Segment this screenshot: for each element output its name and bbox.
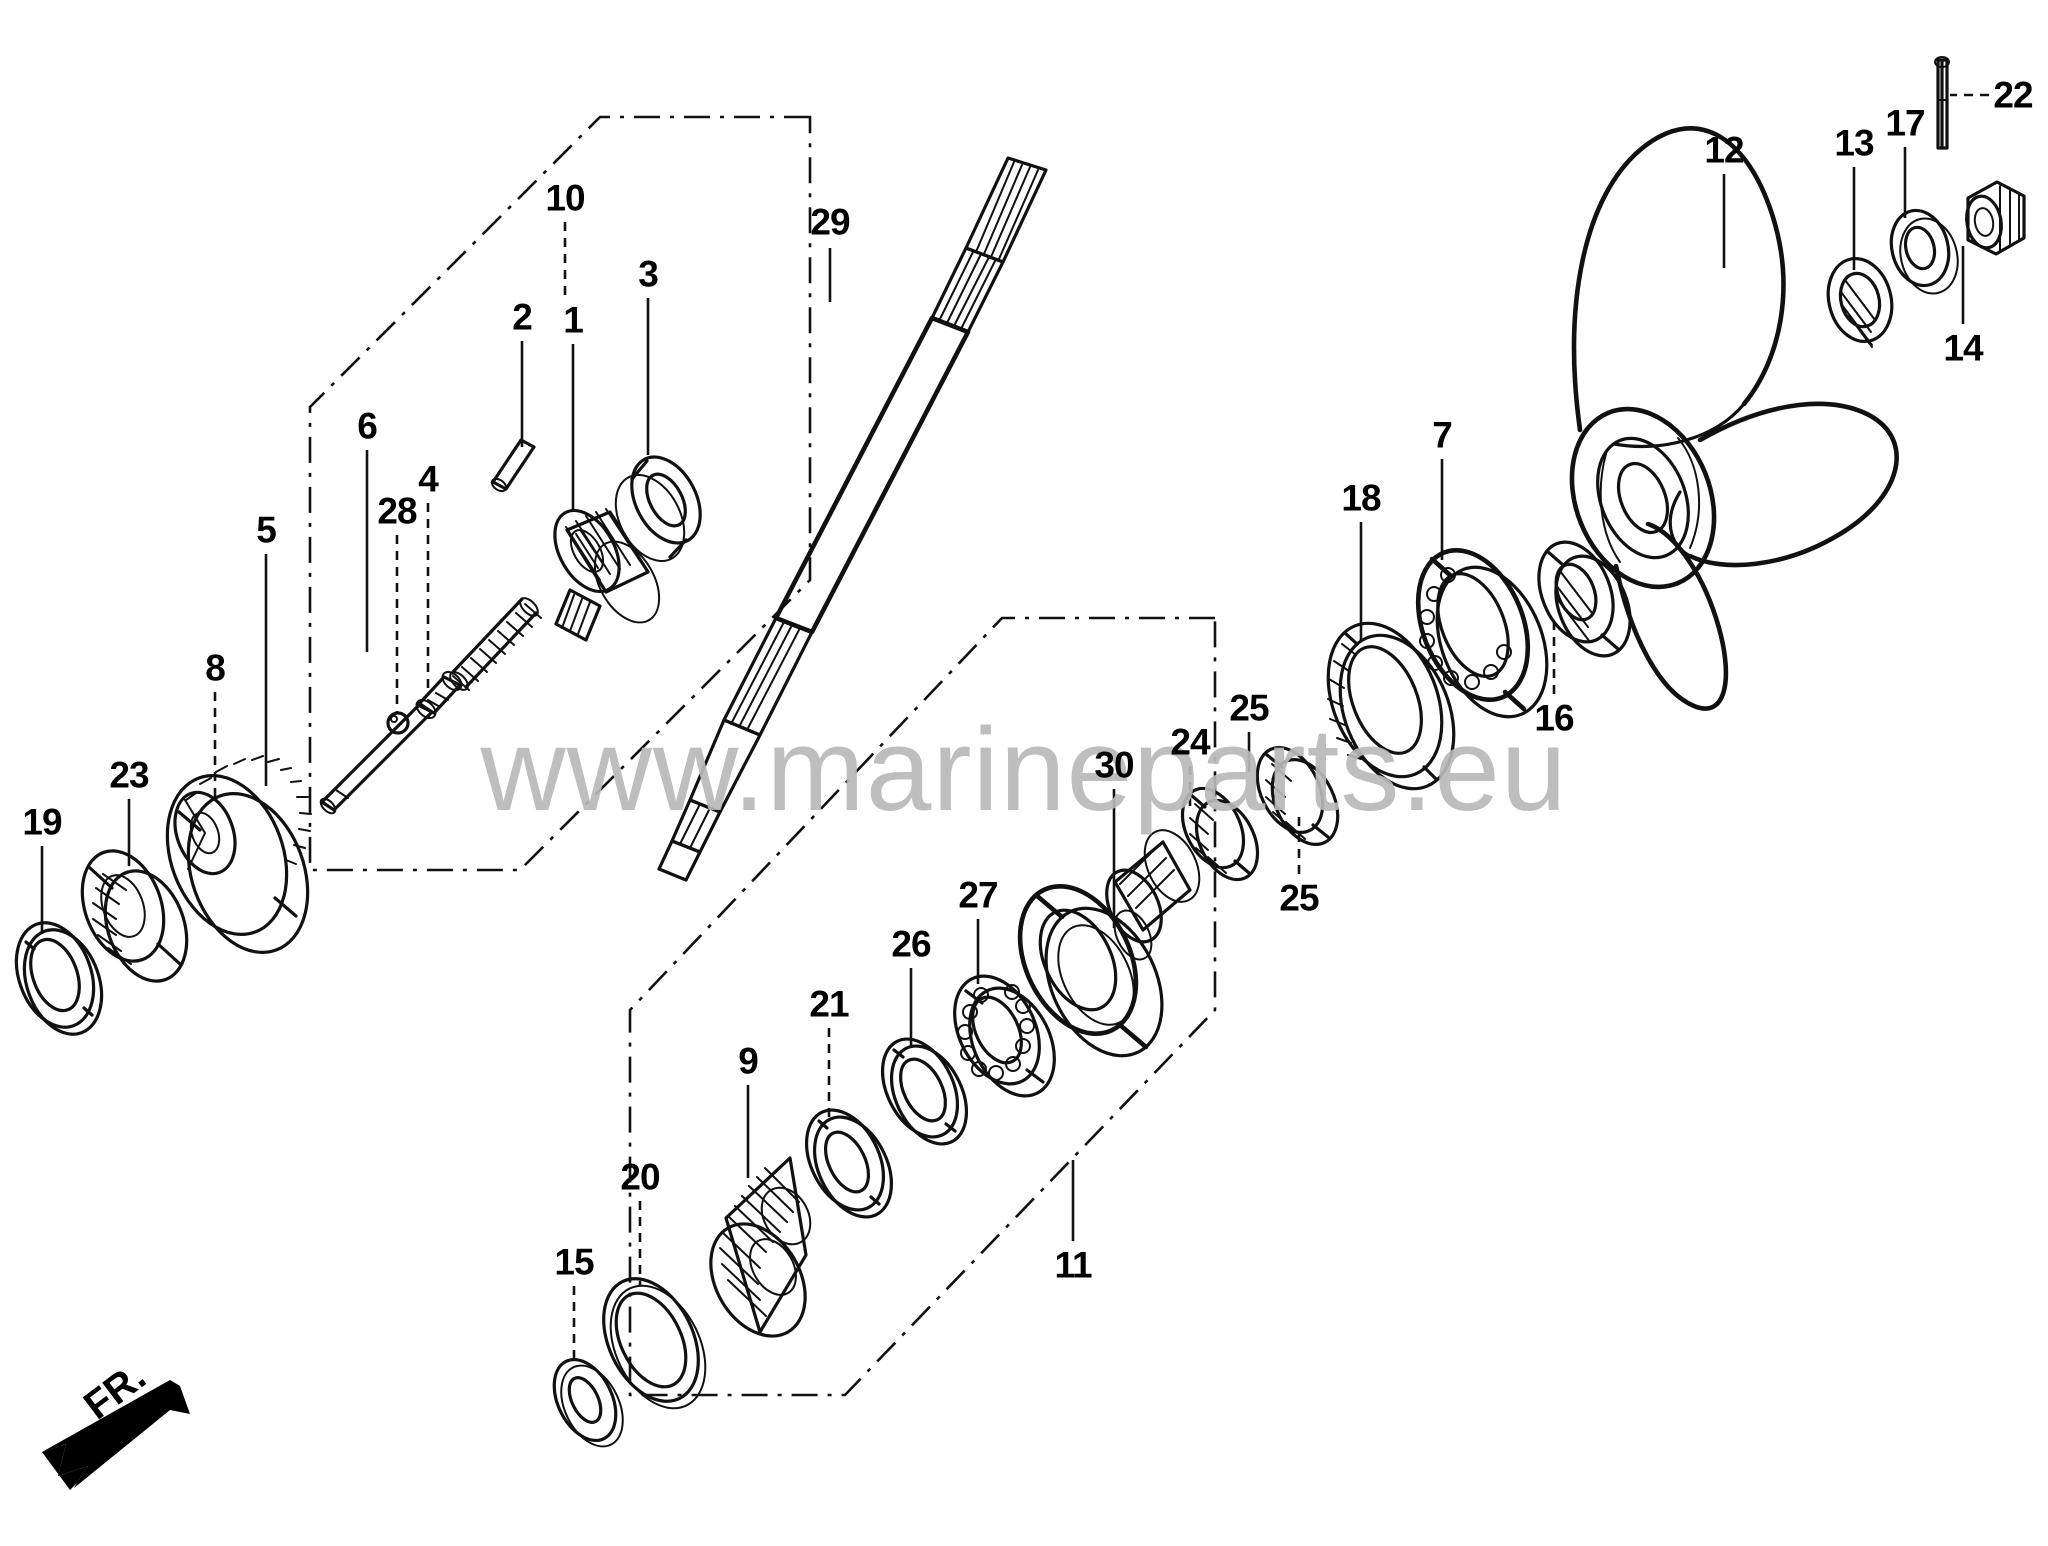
part-28-steel-ball	[386, 711, 410, 735]
callout-8[interactable]: 8	[205, 647, 226, 689]
callout-23[interactable]: 23	[109, 754, 149, 796]
part-23-taper-bearing	[80, 849, 189, 983]
callout-21[interactable]: 21	[809, 983, 849, 1025]
callout-3[interactable]: 3	[638, 253, 659, 295]
part-8-reverse-gear	[165, 755, 312, 954]
part-3-washer	[614, 455, 702, 562]
callout-28[interactable]: 28	[377, 490, 417, 532]
part-14-propeller-nut	[1965, 180, 2026, 256]
callout-25b[interactable]: 25	[1279, 877, 1319, 919]
callout-6[interactable]: 6	[357, 405, 378, 447]
part-17-thrust-washer	[1889, 208, 1959, 295]
callout-7[interactable]: 7	[1432, 414, 1453, 456]
part-bearing-housing	[1017, 829, 1201, 1058]
callout-13[interactable]: 13	[1834, 122, 1874, 164]
callout-2[interactable]: 2	[512, 296, 533, 338]
callout-10[interactable]: 10	[545, 177, 585, 219]
part-2-clutch-pin	[490, 438, 536, 493]
part-9-forward-gear	[709, 1156, 812, 1338]
group-box-10	[308, 115, 812, 872]
part-25-needle-bearing-a	[1255, 746, 1340, 846]
callout-25[interactable]: 25	[1229, 687, 1269, 729]
part-29-propeller-shaft	[657, 156, 1048, 882]
front-direction-marker	[30, 1380, 220, 1500]
group-box-11	[628, 616, 1217, 1397]
callout-1[interactable]: 1	[563, 299, 584, 341]
part-21-shim	[805, 1108, 893, 1219]
leader-lines	[40, 93, 1989, 1364]
callout-14[interactable]: 14	[1943, 327, 1983, 369]
callout-20[interactable]: 20	[620, 1156, 660, 1198]
callout-29[interactable]: 29	[810, 201, 850, 243]
callout-27[interactable]: 27	[958, 874, 998, 916]
callout-24[interactable]: 24	[1170, 721, 1210, 763]
part-5-shift-rod	[319, 702, 434, 815]
part-7-needle-cage	[1415, 547, 1549, 719]
callout-5[interactable]: 5	[256, 509, 277, 551]
callout-19[interactable]: 19	[22, 801, 62, 843]
callout-17[interactable]: 17	[1885, 102, 1925, 144]
part-1-clutch-dog	[553, 508, 661, 642]
part-4-shift-slider	[415, 670, 463, 720]
callout-9[interactable]: 9	[738, 1040, 759, 1082]
callout-18[interactable]: 18	[1341, 477, 1381, 519]
fr-arrow-icon	[42, 1380, 190, 1490]
callout-12[interactable]: 12	[1704, 129, 1744, 171]
part-22-cotter-pin	[1934, 56, 1950, 150]
part-26-washer	[880, 1037, 969, 1146]
part-13-spline-washer	[1826, 256, 1894, 348]
part-20-oring-large	[602, 1277, 707, 1410]
callout-16[interactable]: 16	[1534, 697, 1574, 739]
part-18-retainer	[1326, 621, 1456, 791]
part-19-oil-seal	[14, 921, 104, 1036]
part-15-oring-small	[552, 1357, 624, 1448]
part-24-needle-bearing	[1180, 786, 1260, 882]
callout-22[interactable]: 22	[1993, 74, 2033, 116]
callout-30[interactable]: 30	[1094, 744, 1134, 786]
part-12-propeller	[1569, 126, 1899, 711]
callout-26[interactable]: 26	[891, 923, 931, 965]
callout-4[interactable]: 4	[418, 458, 439, 500]
part-30-spacer	[1113, 909, 1153, 961]
part-27-ball-bearing	[953, 974, 1056, 1098]
callout-11[interactable]: 11	[1054, 1244, 1092, 1286]
part-6-clutch-spring	[449, 597, 542, 691]
callout-15[interactable]: 15	[554, 1241, 594, 1283]
